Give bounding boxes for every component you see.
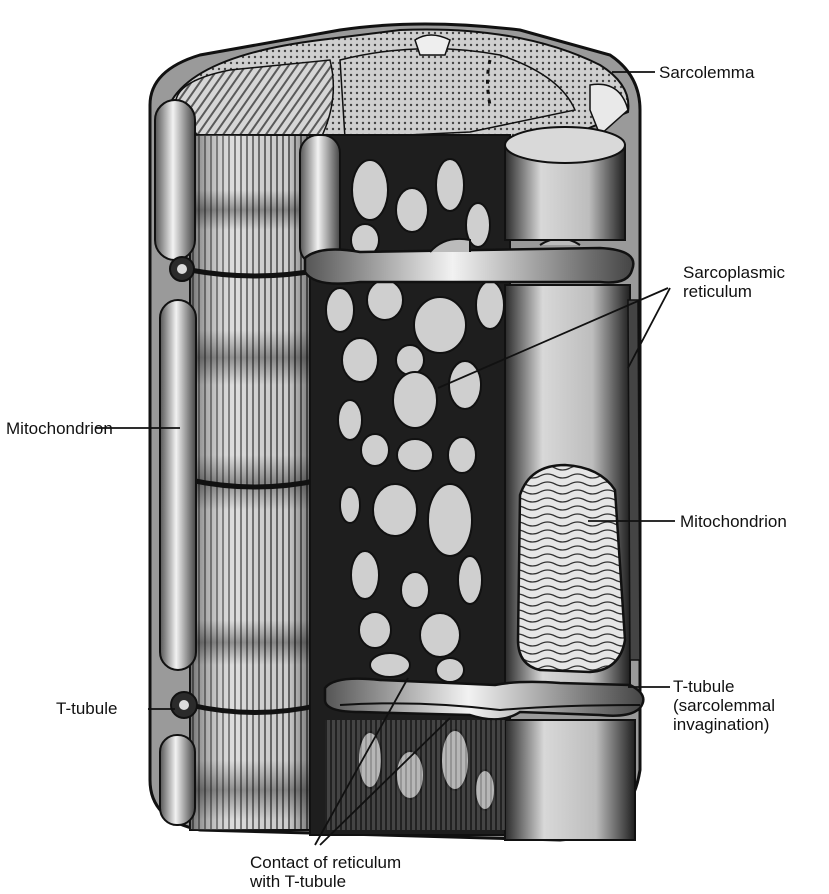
label-t-tubule-right-line2: (sarcolemmal [673,696,775,715]
lower-t-tubule [325,679,643,720]
label-t-tubule-right-line1: T-tubule [673,677,775,696]
right-mitochondrion [518,465,625,672]
label-sarcoplasmic-reticulum: Sarcoplasmic reticulum [683,263,785,301]
label-sarcoplasmic-reticulum-line1: Sarcoplasmic [683,263,785,282]
label-t-tubule-left: T-tubule [56,699,117,718]
label-t-tubule-right-line3: invagination) [673,715,775,734]
label-contact-line1: Contact of reticulum [250,853,401,872]
label-t-tubule-right: T-tubule (sarcolemmal invagination) [673,677,775,734]
label-contact-of-reticulum: Contact of reticulum with T-tubule [250,853,401,891]
label-sarcoplasmic-reticulum-line2: reticulum [683,282,785,301]
label-mitochondrion-right: Mitochondrion [680,512,787,531]
label-contact-line2: with T-tubule [250,872,401,891]
label-mitochondrion-left: Mitochondrion [6,419,113,438]
label-sarcolemma: Sarcolemma [659,63,754,82]
